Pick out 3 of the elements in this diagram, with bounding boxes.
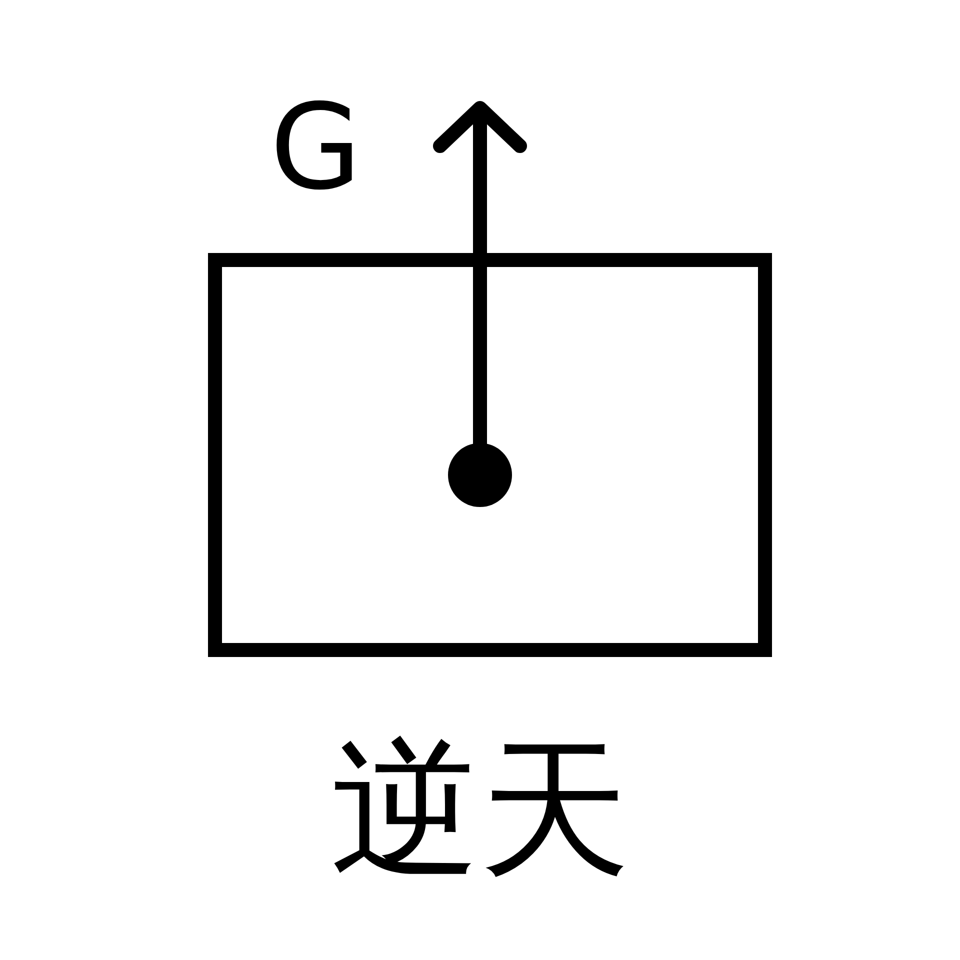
force-label: G [270,88,362,206]
body-rectangle [208,253,772,657]
node-label: 逆天 [329,735,631,885]
